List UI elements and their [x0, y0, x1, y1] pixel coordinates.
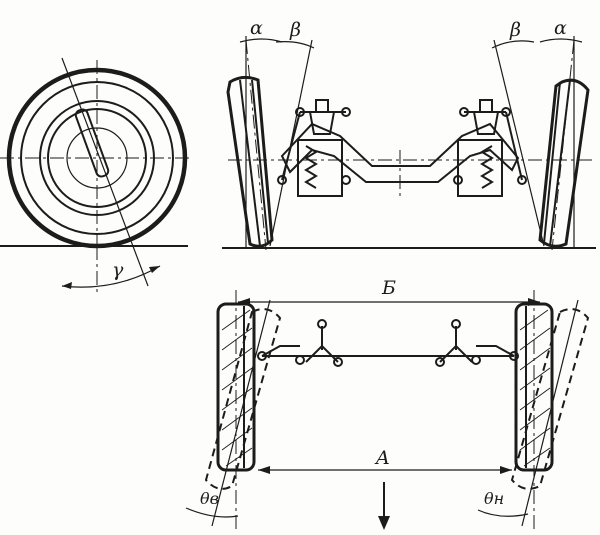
right-wheel-hatch [519, 309, 551, 467]
toe-inner-label: θв [200, 489, 219, 508]
axle-beam [280, 122, 520, 183]
left-wheel-turned [204, 308, 282, 490]
direction-arrow-head [378, 516, 390, 530]
left-knuckle-arm [281, 111, 301, 181]
front-right-wheel [538, 39, 590, 251]
right-tire-outline [538, 78, 590, 248]
left-steering-arm [261, 345, 300, 357]
beta-arc-right [491, 40, 535, 49]
right-wheel-turned [510, 308, 590, 490]
front-left-wheel [226, 39, 274, 251]
right-spring [480, 145, 494, 189]
caster-arc [61, 265, 161, 288]
beta-arc-left [275, 41, 315, 49]
caster-arrow-right [149, 266, 160, 273]
caster-label: γ [112, 259, 124, 281]
top-view-axle: Б A θв [185, 277, 590, 530]
side-view-wheel: γ [0, 57, 192, 292]
beta-label-left: β [289, 19, 301, 41]
right-toe-arc [477, 509, 529, 517]
alpha-arc-left [239, 38, 283, 43]
left-tire-inner-line [239, 79, 261, 247]
kingpin-body [74, 108, 110, 178]
left-camber-axis [245, 39, 267, 251]
right-beam-joint [453, 175, 463, 185]
left-knuckle-joint [277, 175, 287, 185]
alpha-label-left: α [250, 17, 263, 39]
front-view-axle: α β β α [222, 17, 596, 251]
caster-arrow-left [62, 282, 72, 289]
beta-label-right: β [509, 19, 521, 41]
toe-outer-label: θн [484, 489, 504, 508]
right-camber-axis [551, 39, 575, 251]
right-toe-line [521, 299, 579, 527]
right-kingpin-line [493, 39, 545, 247]
left-tire-outline [226, 75, 274, 248]
alpha-arc-right [539, 38, 583, 43]
track-front-label: Б [381, 277, 396, 299]
track-rear-label: A [374, 447, 390, 469]
right-knuckle-joint [517, 175, 527, 185]
right-pivot-bracket [435, 319, 473, 367]
right-steering-arm [476, 345, 515, 357]
top-right-wheel: θн [477, 290, 590, 530]
left-toe-arc [185, 507, 239, 518]
left-beam-joint [341, 175, 351, 185]
alpha-label-right: α [554, 17, 567, 39]
left-pivot-bracket [305, 319, 343, 367]
left-upper-mount [295, 99, 351, 135]
kingpin-axis-side [61, 57, 149, 287]
left-tire-inner-line-2 [251, 79, 269, 244]
top-left-wheel: θв [185, 290, 282, 530]
right-upper-mount [459, 99, 511, 135]
left-spring [304, 145, 318, 189]
left-spring-housing [297, 139, 343, 197]
left-toe-line [211, 299, 271, 527]
right-spring-housing [457, 139, 503, 197]
right-tire-inner-line-2 [543, 81, 561, 244]
right-knuckle-arm [505, 111, 523, 181]
